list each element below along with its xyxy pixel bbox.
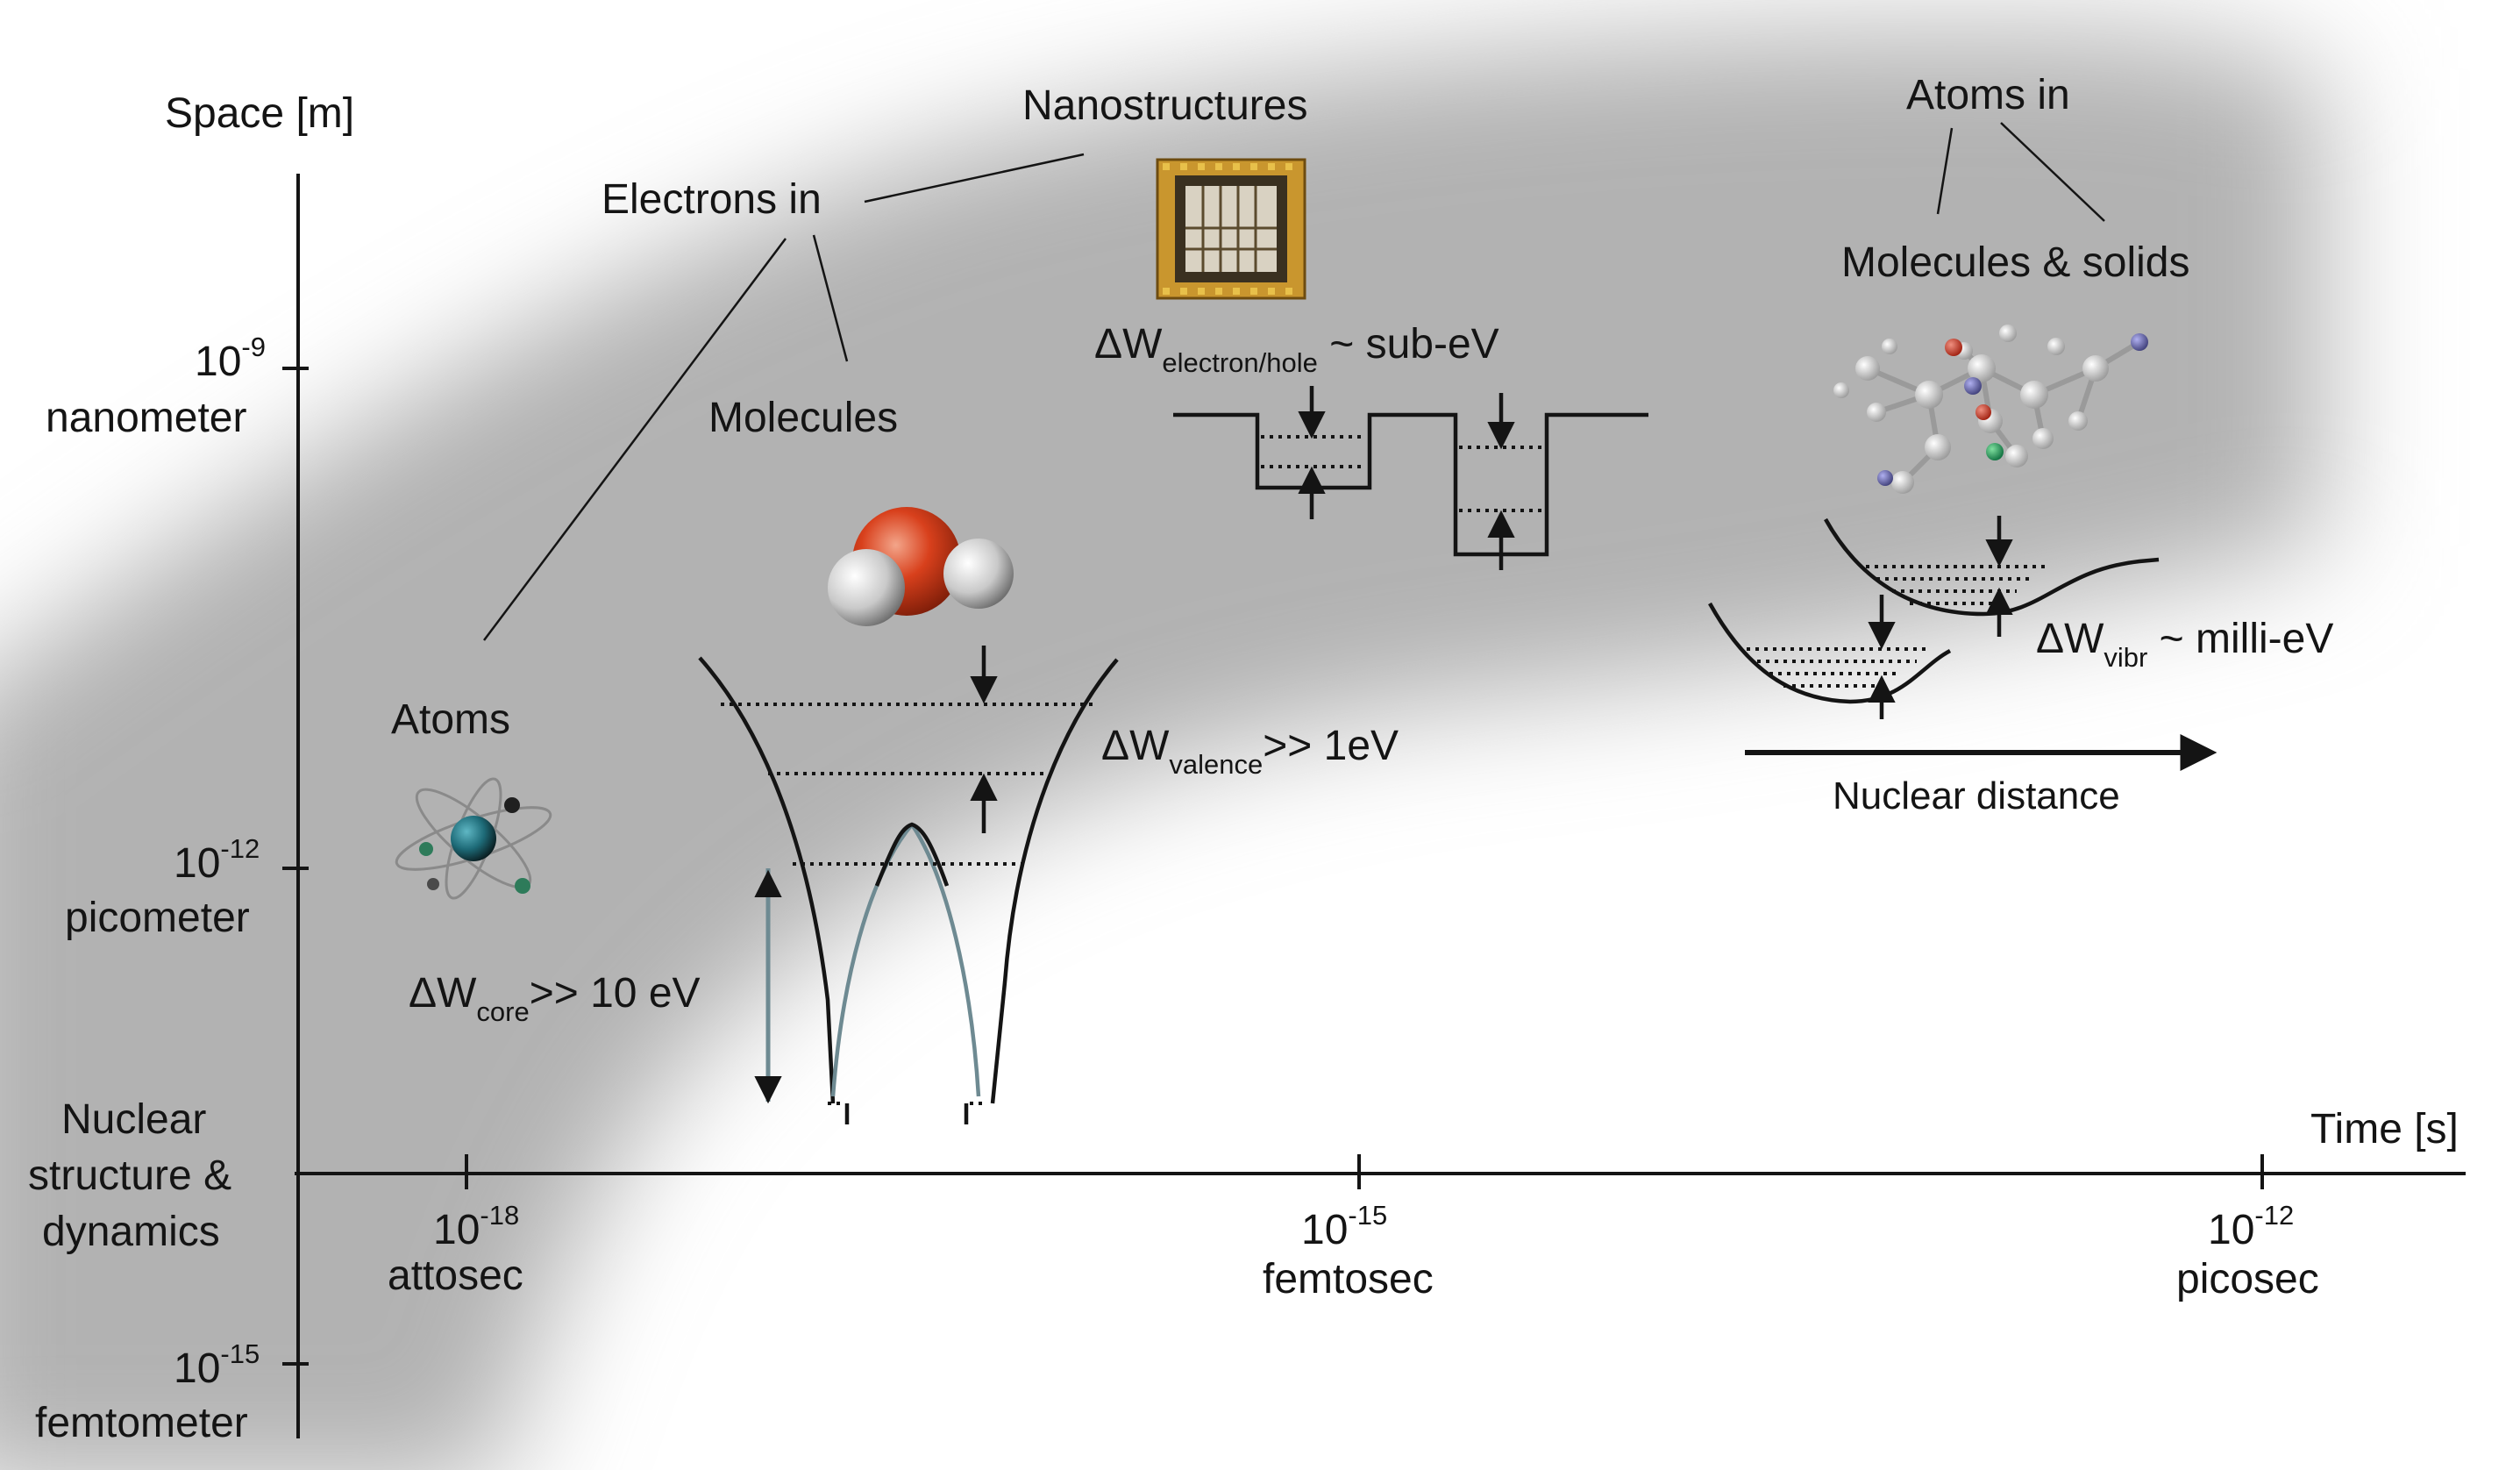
x-tick-femtosec-label: femtosec [1263, 1256, 1434, 1302]
y-axis: Space [m] 10-9 nanometer 10-12 picometer… [28, 90, 354, 1446]
y-bottom-label-3: dynamics [42, 1209, 220, 1255]
x-tick-attosec-label: attosec [388, 1252, 523, 1299]
energy-vibr: ΔWvibr ~ milli-eV [2036, 616, 2333, 673]
y-tick-nanometer-label: nanometer [46, 395, 246, 441]
energy-annotations: ΔWcore>> 10 eV ΔWvalence>> 1eV ΔWelectro… [409, 321, 2333, 1027]
label-molecules: Molecules [708, 395, 898, 441]
label-electrons-in: Electrons in [602, 176, 822, 223]
valence-potential-well [698, 646, 1119, 1124]
energy-electron-hole: ΔWelectron/hole ~ sub-eV [1094, 321, 1499, 378]
connector-electrons-nanostructures [864, 153, 1085, 203]
energy-core: ΔWcore>> 10 eV [409, 970, 701, 1027]
x-axis: Time [s] 10-18 attosec 10-15 femtosec 10… [295, 1106, 2466, 1302]
y-tick-picometer-label: picometer [65, 895, 250, 941]
connector-electrons-molecules [812, 234, 849, 362]
label-atoms-in: Atoms in [1906, 72, 2070, 118]
connector-atomsin-right [2000, 122, 2105, 222]
y-tick-nanometer-value: 10-9 [195, 332, 266, 385]
y-tick-picometer-value: 10-12 [174, 833, 260, 887]
organic-molecule-atoms [1833, 325, 2148, 494]
atom-illustration [395, 777, 552, 900]
x-axis-title: Time [s] [2310, 1106, 2459, 1152]
x-tick-picosec-value: 10-12 [2208, 1200, 2294, 1253]
energy-valence: ΔWvalence>> 1eV [1101, 723, 1399, 780]
background-shading [0, 31, 2324, 1470]
y-bottom-label-2: structure & [28, 1152, 231, 1199]
label-atoms: Atoms [391, 696, 510, 743]
category-labels: Electrons in Nanostructures Molecules At… [391, 72, 2190, 743]
label-molecules-solids: Molecules & solids [1841, 239, 2190, 286]
y-tick-femtometer-value: 10-15 [174, 1338, 260, 1392]
y-axis-title: Space [m] [165, 90, 354, 137]
nanostructure-chip-illustration [1156, 158, 1306, 300]
x-tick-femtosec-value: 10-15 [1301, 1200, 1387, 1253]
connector-electrons-atoms [483, 238, 787, 641]
label-nuclear-distance: Nuclear distance [1833, 774, 2120, 817]
x-tick-picosec-label: picosec [2176, 1256, 2319, 1302]
y-bottom-label-1: Nuclear [61, 1096, 206, 1143]
x-tick-attosec-value: 10-18 [433, 1200, 519, 1253]
quantum-well-potential [1173, 386, 1648, 570]
water-molecule-illustration [828, 507, 1014, 626]
vibrational-potential-curves: Nuclear distance [1708, 516, 2217, 817]
y-tick-femtometer-label: femtometer [35, 1400, 248, 1446]
connector-atomsin-left [1936, 127, 1954, 215]
label-nanostructures: Nanostructures [1022, 82, 1307, 129]
